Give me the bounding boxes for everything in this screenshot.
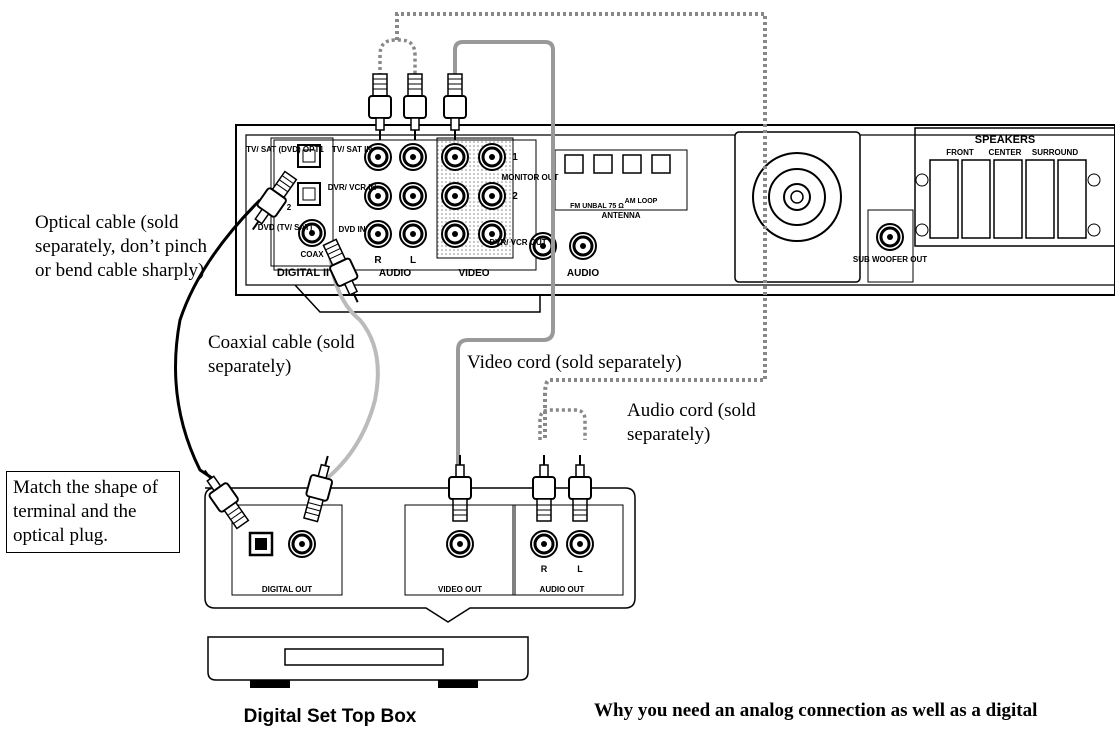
label-box-l: L (577, 564, 583, 574)
set-top-box-device (207, 636, 529, 688)
label-tv-sat-in: TV/ SAT IN (332, 145, 373, 154)
footer-heading: Why you need an analog connection as wel… (594, 700, 1038, 721)
audio-cord-top-loop (378, 38, 417, 88)
label-dvr-vcr-in: DVR/ VCR IN (328, 183, 377, 192)
set-top-box-title: Digital Set Top Box (244, 706, 417, 727)
label-am-loop: AM LOOP (625, 198, 658, 205)
callout-video-cord: Video cord (sold separately) (467, 352, 682, 373)
label-sub-woofer-out: SUB WOOFER OUT (853, 255, 927, 264)
label-audio-out: AUDIO (567, 268, 599, 279)
audio-cord-path (395, 12, 767, 440)
label-video-out: VIDEO OUT (438, 585, 482, 594)
label-fm-unbal: FM UNBAL 75 Ω (570, 203, 624, 210)
label-monitor-out: MONITOR OUT (502, 173, 559, 182)
label-surround: SURROUND (1032, 148, 1078, 157)
coaxial-cable-path (313, 254, 380, 501)
label-dvd-in: DVD IN (338, 225, 365, 234)
receiver-rear-panel (235, 124, 1115, 313)
label-row1: 1 (512, 152, 518, 163)
label-coax: COAX (300, 250, 324, 259)
optical-cable-path (174, 198, 262, 482)
label-antenna: ANTENNA (601, 211, 640, 220)
label-l: L (410, 255, 416, 266)
label-box-r: R (541, 564, 548, 574)
label-dvd-tv-sat: DVD (TV/ SAT) (258, 223, 313, 232)
callout-optical-cable: Optical cable (sold separately, don’t pi… (35, 212, 208, 281)
label-opt-2: 2 (287, 203, 292, 212)
label-audio-out-box: AUDIO OUT (540, 585, 585, 594)
label-audio: AUDIO (379, 268, 411, 279)
label-front: FRONT (946, 148, 974, 157)
label-r: R (374, 255, 382, 266)
label-tv-sat-opt: TV/ SAT (DVD) OPT1 (246, 145, 324, 154)
set-top-box-panel (204, 487, 636, 623)
callout-audio-cord: Audio cord (sold separately) (627, 400, 756, 445)
label-dvr-vcr-out: DVR/ VCR OUT (489, 238, 546, 247)
label-digital-in: DIGITAL II (277, 267, 329, 279)
video-cord-path (453, 40, 555, 470)
callout-coaxial-cable: Coaxial cable (sold separately) (208, 332, 355, 377)
label-row2: 2 (512, 191, 518, 202)
callout-match-shape: Match the shape of terminal and the opti… (6, 471, 180, 553)
audio-cord-bottom-loop (538, 408, 587, 440)
label-center: CENTER (989, 148, 1022, 157)
label-video: VIDEO (458, 268, 489, 279)
label-digital-out: DIGITAL OUT (262, 585, 312, 594)
label-speakers: SPEAKERS (975, 134, 1036, 146)
